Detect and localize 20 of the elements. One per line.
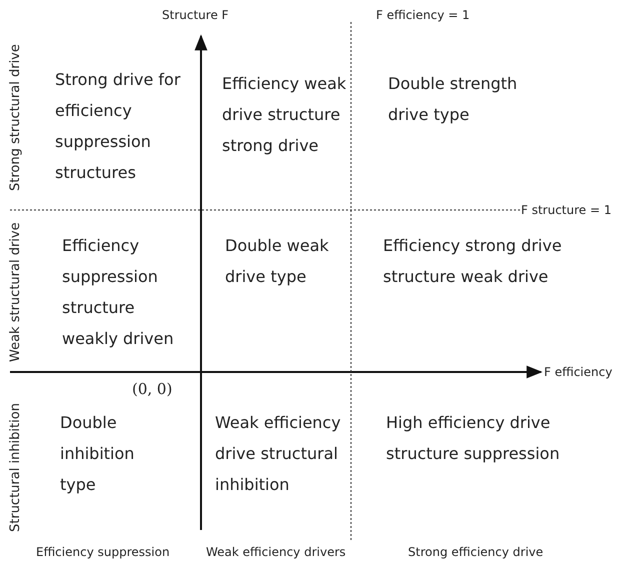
axis-label: Structure F xyxy=(162,8,229,23)
axis-label: F structure = 1 xyxy=(521,203,612,218)
quadrant-text: Strong drive for efficiency suppression structures xyxy=(55,69,182,184)
quadrant-text: Efficiency suppression structure weakly driven xyxy=(62,235,175,350)
quadrant-text: High efficiency drive structure suppression xyxy=(386,412,561,465)
axis-label: Strong efficiency drive xyxy=(408,545,544,560)
axis-label: Structural inhibition xyxy=(8,402,23,534)
axis-label: Strong structural drive xyxy=(8,43,23,193)
axis-label: F efficiency = 1 xyxy=(376,8,470,23)
quadrant-text: Double strength drive type xyxy=(388,73,518,126)
axis-label: Weak efficiency drivers xyxy=(206,545,346,560)
axis-label: Weak structural drive xyxy=(8,221,23,364)
quadrant-text: Double weak drive type xyxy=(225,235,330,288)
axis-label: F efficiency xyxy=(544,365,612,380)
origin-label: (0, 0) xyxy=(132,382,172,397)
axis-label: Efficiency suppression xyxy=(36,545,170,560)
quadrant-text: Weak efficiency drive structural inhibition xyxy=(215,412,342,496)
quadrant-text: Efficiency weak drive structure strong drive xyxy=(222,73,347,157)
quadrant-text: Efficiency strong drive structure weak drive xyxy=(383,235,563,288)
quadrant-text: Double inhibition type xyxy=(60,412,136,496)
